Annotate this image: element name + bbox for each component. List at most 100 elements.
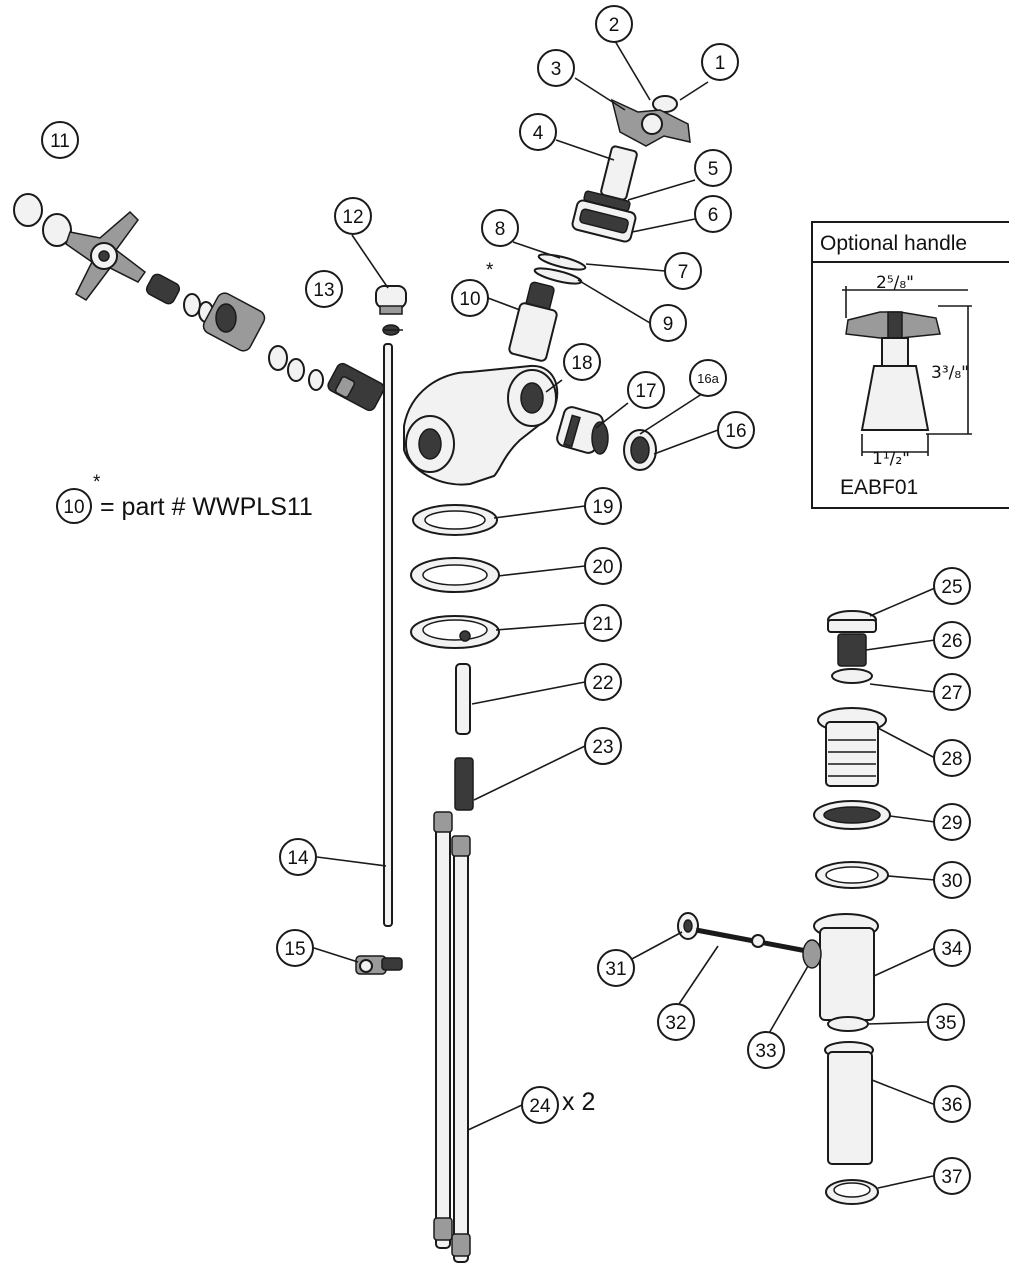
callout-circle bbox=[649, 304, 687, 342]
callout-label: 4 bbox=[533, 123, 544, 144]
note-asterisk: * bbox=[93, 472, 101, 493]
callout-circle bbox=[305, 270, 343, 308]
callout-circle bbox=[584, 663, 622, 701]
callout-circle bbox=[584, 727, 622, 765]
callout-circle bbox=[933, 739, 971, 777]
callout-circle bbox=[563, 343, 601, 381]
callout-3: 3 bbox=[537, 49, 575, 87]
dim-height: 3³/₈" bbox=[931, 363, 969, 383]
callout-circle bbox=[537, 49, 575, 87]
callout-label: 11 bbox=[50, 131, 70, 152]
callout-circle bbox=[597, 949, 635, 987]
dim-width: 2⁵/₈" bbox=[876, 273, 914, 293]
callout-label: 36 bbox=[941, 1095, 962, 1116]
callout-circle bbox=[701, 43, 739, 81]
callout-6: 6 bbox=[694, 195, 732, 233]
washer-part-35 bbox=[827, 1016, 869, 1032]
callout-circle bbox=[933, 1085, 971, 1123]
drain-flange-part-28 bbox=[817, 707, 887, 787]
callout-37: 37 bbox=[933, 1157, 971, 1195]
callout-circle bbox=[694, 195, 732, 233]
washer-part-8 bbox=[537, 253, 587, 271]
callout-label: 25 bbox=[941, 577, 962, 598]
callout-17: 17 bbox=[627, 371, 665, 409]
tailpiece-part-36 bbox=[824, 1041, 874, 1165]
washer-part-20-inner bbox=[422, 564, 488, 586]
callout-10: 10 bbox=[451, 279, 489, 317]
callout-circle bbox=[747, 1031, 785, 1069]
drain-body-part-34 bbox=[802, 913, 879, 1021]
callout-32: 32 bbox=[657, 1003, 695, 1041]
callout-circle bbox=[933, 567, 971, 605]
callout-36: 36 bbox=[933, 1085, 971, 1123]
callout-20: 20 bbox=[584, 547, 622, 585]
callout-27: 27 bbox=[933, 673, 971, 711]
index-disc-part-11a bbox=[13, 193, 43, 227]
callout-25: 25 bbox=[933, 567, 971, 605]
o-ring-left-a bbox=[268, 345, 288, 371]
cartridge-left bbox=[327, 362, 385, 412]
callout-33: 33 bbox=[747, 1031, 785, 1069]
stem-sleeve-part-4 bbox=[600, 145, 638, 201]
stopper-stem-part-26 bbox=[837, 633, 867, 667]
callout-circle bbox=[664, 252, 702, 290]
callout-18: 18 bbox=[563, 343, 601, 381]
cross-handle-left bbox=[65, 210, 147, 301]
callout-circle bbox=[689, 359, 727, 397]
callout-circle bbox=[933, 673, 971, 711]
callout-circle bbox=[933, 929, 971, 967]
cross-handle-right-part-3 bbox=[610, 98, 691, 147]
callout-circle bbox=[933, 621, 971, 659]
callout-7: 7 bbox=[664, 252, 702, 290]
gasket-part-19-inner bbox=[424, 510, 486, 530]
gasket-part-29-inner bbox=[823, 806, 881, 824]
optional-handle-model: EABF01 bbox=[840, 476, 918, 499]
callout-19: 19 bbox=[584, 487, 622, 525]
callout-label: 1 bbox=[715, 53, 726, 74]
part-note: 10 * = part # WWPLS11 bbox=[56, 472, 313, 524]
hose-quantity: x 2 bbox=[562, 1088, 595, 1116]
callout-label: 34 bbox=[941, 939, 963, 960]
callout-circle bbox=[519, 113, 557, 151]
callout-35: 35 bbox=[927, 1003, 965, 1041]
callout-label: 24 bbox=[529, 1096, 551, 1117]
right-handle-assembly bbox=[508, 95, 691, 362]
callout-circle bbox=[279, 838, 317, 876]
callout-circle bbox=[584, 604, 622, 642]
callout-label: 28 bbox=[941, 749, 962, 770]
callout-circle bbox=[657, 1003, 695, 1041]
callout-label: 2 bbox=[609, 15, 620, 36]
callout-26: 26 bbox=[933, 621, 971, 659]
valve-cartridge-part-10 bbox=[508, 281, 558, 362]
callout-1: 1 bbox=[701, 43, 739, 81]
o-ring-left-c bbox=[308, 369, 324, 391]
callout-circle bbox=[933, 861, 971, 899]
callout-8: 8 bbox=[481, 209, 519, 247]
callout-label: 17 bbox=[635, 381, 656, 402]
callout-16: 16 bbox=[717, 411, 755, 449]
callout-5: 5 bbox=[694, 149, 732, 187]
callout-label: 27 bbox=[941, 683, 962, 704]
callout-label: 13 bbox=[313, 280, 334, 301]
lock-ring-part-21 bbox=[410, 615, 500, 649]
spout-body-part-18 bbox=[403, 364, 559, 486]
supply-hoses-part-24 bbox=[433, 811, 471, 1263]
callout-label: 37 bbox=[941, 1167, 962, 1188]
callout-label: 16a bbox=[697, 371, 719, 386]
callout-circle bbox=[595, 5, 633, 43]
washer-part-30-inner bbox=[825, 866, 879, 884]
callout-34: 34 bbox=[933, 929, 971, 967]
callout-circle bbox=[276, 929, 314, 967]
left-handle-assembly bbox=[13, 193, 385, 412]
bonnet-nut-left bbox=[202, 292, 266, 352]
aerator-part-17 bbox=[556, 406, 609, 455]
lift-rod-part-14 bbox=[383, 343, 393, 927]
callout-4: 4 bbox=[519, 113, 557, 151]
pivot-rod-part-32 bbox=[695, 927, 813, 955]
callout-circle bbox=[584, 487, 622, 525]
callout-label: 29 bbox=[941, 813, 962, 834]
stopper-seal-part-27 bbox=[831, 668, 873, 684]
callout-23: 23 bbox=[584, 727, 622, 765]
callout-label: 10 bbox=[459, 289, 480, 310]
